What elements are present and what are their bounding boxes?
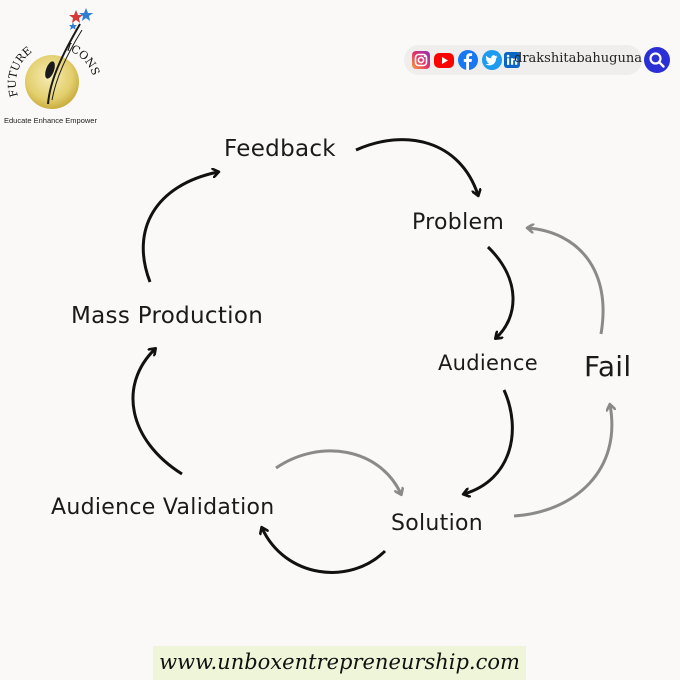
arrow-validation-to-mass-production [131,349,183,476]
node-fail: Fail [584,350,632,383]
future-icons-logo: FUTURE ICONS Educate Enhance Empower [0,0,110,130]
node-problem: Problem [412,210,505,235]
footer-banner: www.unboxentrepreneurship.com [153,646,526,680]
linkedin-icon[interactable] [504,52,520,68]
arrow-feedback-to-problem [355,138,478,195]
logo-tagline: Educate Enhance Empower [4,116,97,125]
node-feedback: Feedback [224,136,336,162]
node-audience-validation: Audience Validation [51,495,275,520]
node-solution: Solution [391,511,484,536]
youtube-icon[interactable] [434,53,454,68]
arrow-solution-to-validation [262,528,387,574]
search-button[interactable] [644,47,670,73]
arrow-validation-to-solution [275,449,401,494]
arrow-audience-to-solution [464,389,514,494]
arrow-solution-to-fail [513,405,612,518]
social-handle[interactable]: drakshitabahuguna [514,51,642,66]
footer-url[interactable]: www.unboxentrepreneurship.com [159,650,520,674]
arrow-fail-to-problem [528,228,605,335]
facebook-icon[interactable] [458,50,478,70]
node-audience: Audience [438,351,538,375]
node-mass-production: Mass Production [71,303,264,329]
instagram-icon[interactable] [412,51,430,69]
search-icon [649,52,665,68]
arrow-mass-production-to-feedback [141,172,218,283]
arrow-problem-to-audience [486,245,515,338]
social-bar: drakshitabahuguna [404,45,642,75]
twitter-icon[interactable] [482,50,502,70]
